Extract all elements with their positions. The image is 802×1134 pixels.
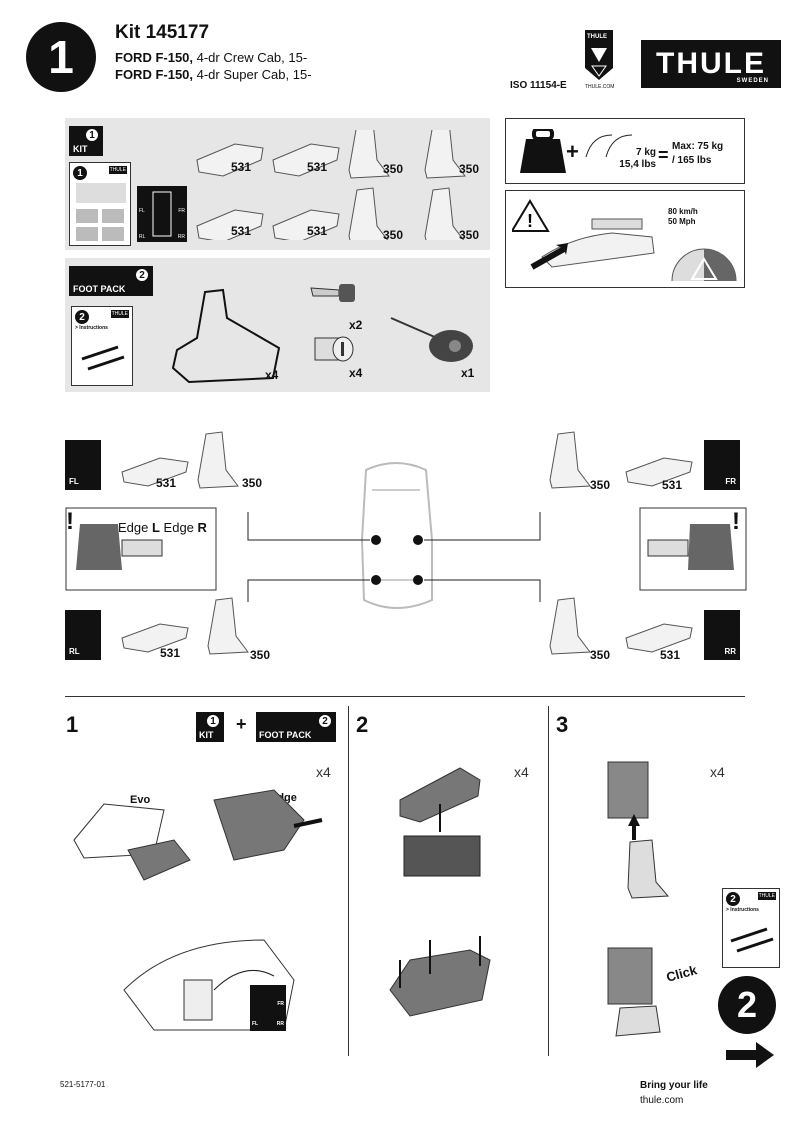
column-divider xyxy=(548,706,549,1056)
pad-label: 531 xyxy=(660,648,681,662)
step1-qty: x4 xyxy=(316,764,331,780)
roof-bars-icon xyxy=(585,134,633,158)
step-1-number: 1 xyxy=(66,712,79,737)
weight-kg: 7 kg xyxy=(635,147,656,158)
corner-rr-box: RR xyxy=(704,610,740,660)
part-label: 350 xyxy=(383,228,404,242)
badge-bottom-text: THULE.COM xyxy=(585,84,615,90)
part-label: 531 xyxy=(307,224,328,238)
corner-fr-box: FR xyxy=(704,440,740,490)
step3-booklet: 2 THULE > Instructions xyxy=(722,888,780,968)
next-step-badge: 2 xyxy=(718,976,776,1034)
edge-lr-label: Edge L Edge R xyxy=(118,520,207,535)
step-badge: 1 xyxy=(26,22,96,92)
document-id: 521-5177-01 xyxy=(60,1080,106,1089)
step1-corner-box: FR FL RR xyxy=(250,985,286,1031)
tagline: Bring your life xyxy=(640,1080,708,1091)
step3-drawing xyxy=(607,761,670,1037)
pad-label: 531 xyxy=(662,478,683,492)
badge-top-text: THULE xyxy=(587,34,607,40)
iso-label: ISO 11154-E xyxy=(510,80,567,91)
warning-mark-right: ! xyxy=(732,508,740,535)
part-label: 350 xyxy=(459,228,480,242)
step2-drawing xyxy=(389,767,491,1017)
step1-kit-tag: 1 KIT xyxy=(196,712,224,742)
foot-pad-outline xyxy=(171,288,281,384)
guarantee-badge: THULE THULE.COM xyxy=(583,28,615,92)
foot-pack-panel: 2 FOOT PACK 2 THULE > Instructions x4 x2… xyxy=(65,258,490,392)
step3-qty: x4 xyxy=(710,764,725,780)
torque-tool-icon xyxy=(390,317,473,362)
car-warning-drawing: ! xyxy=(512,199,655,270)
kit-booklet: 1 THULE xyxy=(69,162,131,246)
evo-label: Evo xyxy=(130,794,151,806)
corner-diagram: FL FR RL RR xyxy=(137,186,187,242)
qty-tool: x1 xyxy=(461,366,475,380)
roof-rack-icon xyxy=(730,927,774,953)
weight-icon xyxy=(520,129,566,173)
roof-rack-icon xyxy=(81,345,125,371)
step1-foot-pack-tag: 2 FOOT PACK xyxy=(256,712,336,742)
bracket-label: 350 xyxy=(242,476,263,490)
step1-plus: + xyxy=(236,714,247,734)
speed-mph: 50 Mph xyxy=(668,217,696,226)
foot-pack-booklet: 2 THULE > Instructions xyxy=(71,306,133,386)
part-label: 531 xyxy=(307,160,328,174)
load-panel: + 7 kg 15,4 lbs = Max: 75 kg / 165 lbs xyxy=(505,118,745,184)
kit-panel: 1 KIT 1 THULE FL FR RL RR 531 531 350 35… xyxy=(65,118,490,250)
kit-tag: 1 KIT xyxy=(69,126,103,156)
step1-drawing xyxy=(73,789,323,1031)
column-divider xyxy=(348,706,349,1056)
svg-text:!: ! xyxy=(527,211,533,231)
part-label: 531 xyxy=(231,160,252,174)
bracket-label: 350 xyxy=(250,648,271,662)
corner-fl-box: FL xyxy=(65,440,101,490)
kit-title: Kit 145177 xyxy=(115,22,210,43)
speed-kmh: 80 km/h xyxy=(668,207,698,216)
pad-label: 531 xyxy=(156,476,177,490)
qty-pad: x4 xyxy=(265,368,279,382)
kit-parts-drawing xyxy=(196,130,466,240)
warning-mark-left: ! xyxy=(66,508,74,535)
placement-diagram xyxy=(65,431,747,655)
foot-pack-tag: 2 FOOT PACK xyxy=(69,266,153,296)
step2-qty: x4 xyxy=(514,764,529,780)
bracket-label: 350 xyxy=(590,648,611,662)
arrow-right-icon xyxy=(726,1042,774,1068)
part-label: 350 xyxy=(459,162,480,176)
max-lbs: / 165 lbs xyxy=(672,155,712,166)
step-3-number: 3 xyxy=(556,712,569,737)
website: thule.com xyxy=(640,1095,684,1106)
qty-key: x2 xyxy=(349,318,363,332)
corner-rl-box: RL xyxy=(65,610,101,660)
equals-sign: = xyxy=(658,145,669,165)
max-kg: Max: 75 kg xyxy=(672,141,724,152)
lock-cylinder-icon xyxy=(314,336,354,362)
pad-label: 531 xyxy=(160,646,181,660)
bracket-label: 350 xyxy=(590,478,611,492)
part-label: 350 xyxy=(383,162,404,176)
qty-lock: x4 xyxy=(349,366,363,380)
weight-lbs: 15,4 lbs xyxy=(619,159,656,170)
guarantee-shield-icon xyxy=(585,30,613,80)
step-2-number: 2 xyxy=(356,712,369,737)
section-divider xyxy=(65,696,745,697)
vehicle-model-2: FORD F-150, 4-dr Super Cab, 15- xyxy=(115,67,312,82)
pad-icon xyxy=(196,143,264,177)
vehicle-model-1: FORD F-150, 4-dr Crew Cab, 15- xyxy=(115,50,308,65)
speedometer-icon xyxy=(671,248,737,282)
part-label: 531 xyxy=(231,224,252,238)
plus-sign: + xyxy=(566,139,579,164)
speed-panel: ! 80 km/h 50 Mph xyxy=(505,190,745,288)
booklet-diagram-icon xyxy=(76,183,126,241)
key-icon xyxy=(310,284,355,302)
